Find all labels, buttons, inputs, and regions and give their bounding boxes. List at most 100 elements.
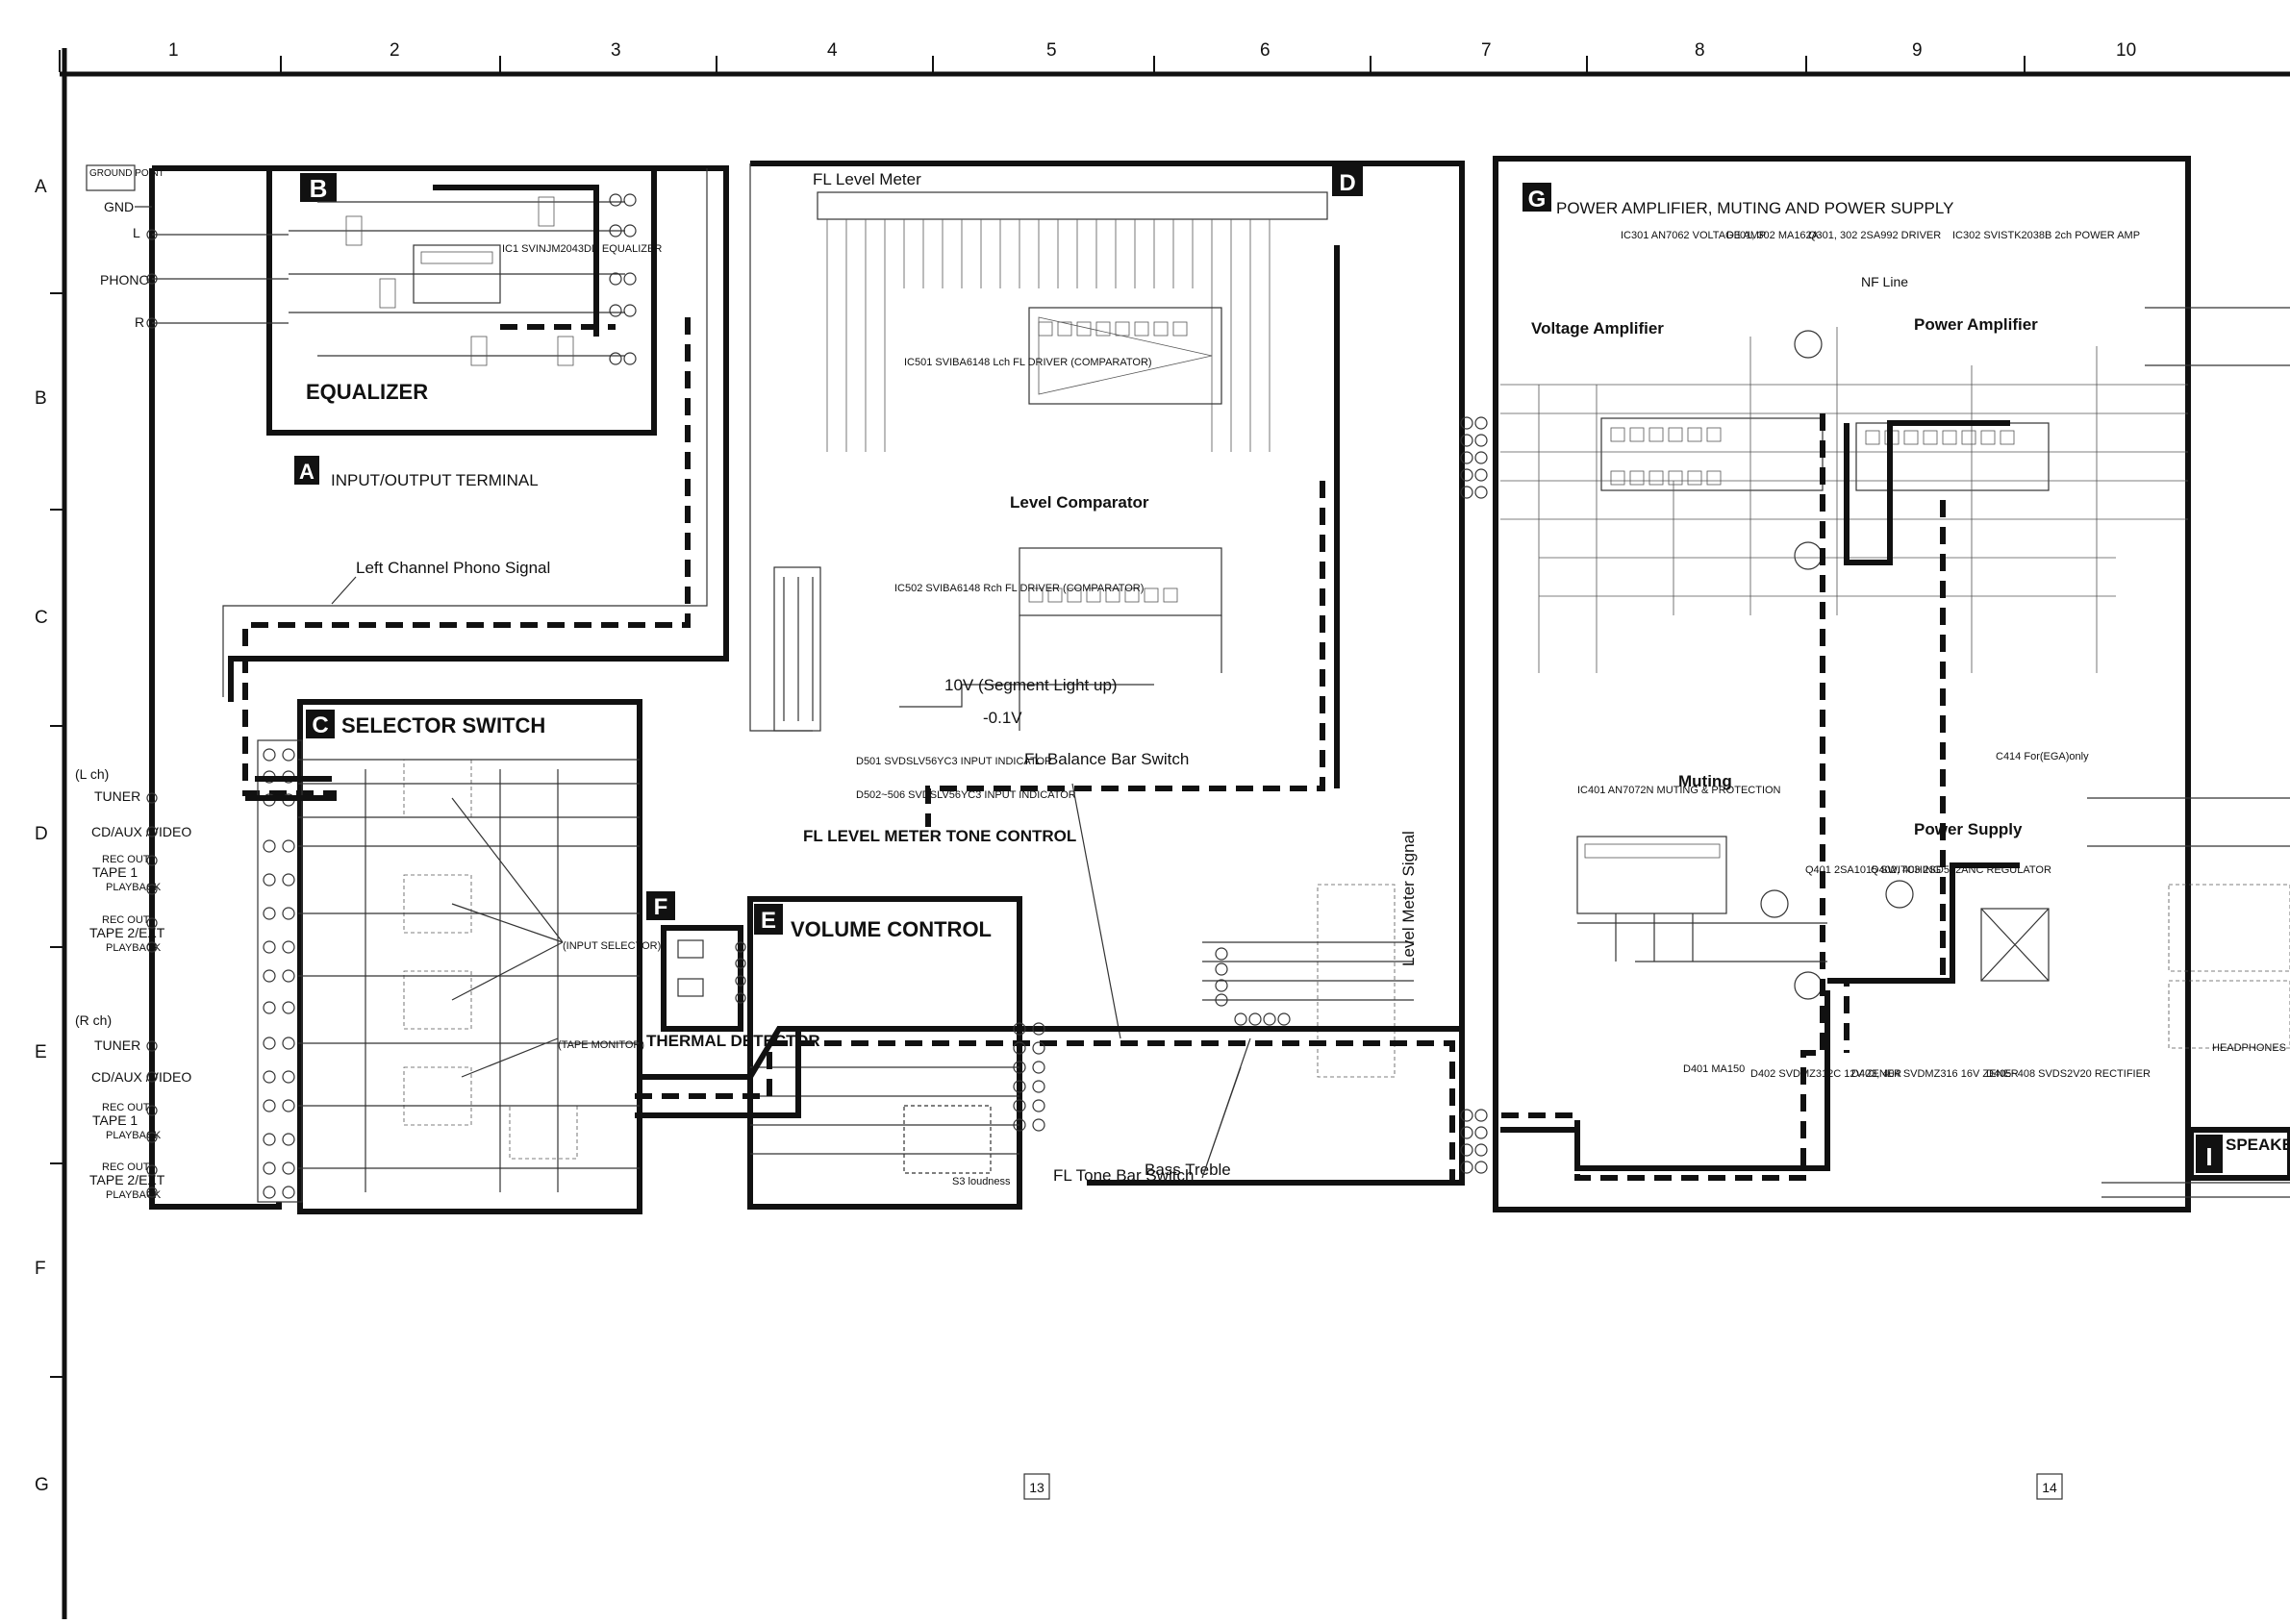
input-selector-label: (INPUT SELECTOR) xyxy=(563,940,661,952)
gnd-label: GND xyxy=(104,199,134,214)
l-ch-label: (L ch) xyxy=(75,766,109,782)
d501-label: D501 SVDSLV56YC3 INPUT INDICATOR xyxy=(856,756,1052,767)
col-8: 8 xyxy=(1695,40,1705,61)
row-b: B xyxy=(35,388,47,409)
col-4: 4 xyxy=(827,40,838,61)
speaker-switch-title: SPEAKER SWITCH xyxy=(2226,1136,2290,1154)
r-label: R xyxy=(135,314,144,330)
row-labels: A B C D E F G xyxy=(35,177,49,1495)
cd-aux-r-label: CD/AUX /VIDEO xyxy=(91,1069,191,1085)
power-supply-label: Power Supply xyxy=(1914,820,2023,838)
rec-out-2-label: REC OUT xyxy=(102,914,150,926)
d405-label: D405~408 SVDS2V20 RECTIFIER xyxy=(1986,1068,2151,1080)
fl-level-meter-label: FL Level Meter xyxy=(813,170,921,188)
tape1-label: TAPE 1 xyxy=(92,864,138,880)
col-2: 2 xyxy=(390,40,400,61)
tuner-r-label: TUNER xyxy=(94,1037,140,1053)
block-d-fl-level-meter: FL Level Meter D IC501 SVIBA61 xyxy=(749,161,1465,1186)
d502-label: D502~506 SVDSLV56YC3 INPUT INDICATOR xyxy=(856,789,1076,801)
loudness-label: S3 loudness xyxy=(952,1176,1011,1187)
power-amplifier-label: Power Amplifier xyxy=(1914,315,2038,334)
row-g: G xyxy=(35,1475,49,1495)
nf-line-label: NF Line xyxy=(1861,274,1908,289)
d401-label: D401 MA150 xyxy=(1683,1063,1745,1075)
tape-monitor-label: (TAPE MONITOR) xyxy=(558,1039,644,1051)
q301-label: Q301, 302 2SA992 DRIVER xyxy=(1808,230,1941,241)
fl-tone-label: FL Tone Bar Switch xyxy=(1053,1166,1194,1185)
tape2-label: TAPE 2/EXT xyxy=(89,925,165,940)
rec-out-3-label: REC OUT xyxy=(102,1102,150,1113)
segment-10v-label: 10V (Segment Light up) xyxy=(944,676,1118,694)
playback-1-label: PLAYBACK xyxy=(106,882,162,893)
phono-label: PHONO xyxy=(100,272,149,287)
q402-label: Q402, 403 2SD592ANC REGULATOR xyxy=(1871,864,2051,876)
ground-point-label: GROUND POINT xyxy=(89,168,164,179)
ic502-label: IC502 SVIBA6148 Rch FL DRIVER (COMPARATO… xyxy=(894,583,1144,594)
ic1-label: IC1 SVINJM2043DD EQUALIZER xyxy=(502,243,662,255)
level-comparator-label: Level Comparator xyxy=(1010,493,1149,512)
block-b-letter: B xyxy=(310,174,328,203)
ic401-label: IC401 AN7072N MUTING & PROTECTION xyxy=(1577,785,1781,796)
col-3: 3 xyxy=(611,40,621,61)
tape1-r-label: TAPE 1 xyxy=(92,1112,138,1128)
col-9: 9 xyxy=(1912,40,1923,61)
page-number-boxes: 13 14 xyxy=(1023,1473,2063,1500)
block-e-volume-control: E VOLUME CONTROL S3 loudness xyxy=(635,896,1462,1210)
d402-label: D402 SVDMZ312C 12V ZENER xyxy=(1750,1068,1901,1080)
row-f: F xyxy=(35,1259,46,1279)
fl-balance-label: FL Balance Bar Switch xyxy=(1024,750,1189,768)
col-1: 1 xyxy=(168,40,179,61)
ic501-label: IC501 SVIBA6148 Lch FL DRIVER (COMPARATO… xyxy=(904,357,1152,368)
block-g-title: POWER AMPLIFIER, MUTING AND POWER SUPPLY xyxy=(1556,199,1953,217)
rec-out-1-label: REC OUT xyxy=(102,854,150,865)
block-c-selector-switch: C SELECTOR SWITCH xyxy=(245,699,661,1214)
left-channel-phono-label: Left Channel Phono Signal xyxy=(356,559,550,577)
block-a-input-output: A INPUT/OUTPUT TERMINAL Left Channel Pho… xyxy=(149,165,729,1210)
col-5: 5 xyxy=(1046,40,1057,61)
block-d-title: FL LEVEL METER TONE CONTROL xyxy=(803,827,1076,845)
block-f-letter: F xyxy=(654,894,668,920)
block-b-equalizer: B EQUALIZER IC1 SVINJM2043DD EQUALIZER xyxy=(152,165,662,436)
headphones-label: HEADPHONES xyxy=(2212,1042,2286,1054)
block-a-title: INPUT/OUTPUT TERMINAL xyxy=(331,471,539,489)
q401-label: Q401 2SA1015 SWITCHING xyxy=(1805,864,1941,876)
column-labels: 1 2 3 4 5 6 7 8 9 10 xyxy=(168,40,2136,61)
col-10: 10 xyxy=(2116,40,2136,61)
bass-treble-label: Bass Treble xyxy=(1145,1161,1231,1179)
tape2-r-label: TAPE 2/EXT xyxy=(89,1172,165,1187)
row-d: D xyxy=(35,824,48,844)
block-b-title: EQUALIZER xyxy=(306,380,428,404)
r-ch-label: (R ch) xyxy=(75,1012,112,1028)
d301-label: D301, 302 MA162A xyxy=(1726,230,1820,241)
cd-aux-l-label: CD/AUX /VIDEO xyxy=(91,824,191,839)
page-number-13: 13 xyxy=(1029,1480,1044,1495)
segment-01v-label: -0.1V xyxy=(983,709,1022,727)
playback-4-label: PLAYBACK xyxy=(106,1189,162,1201)
row-a: A xyxy=(35,177,47,197)
thermal-detector-title: THERMAL DETECTOR xyxy=(646,1032,820,1050)
frame xyxy=(50,48,2290,1619)
block-e-letter: E xyxy=(761,908,776,934)
muting-label: Muting xyxy=(1678,772,1732,790)
row-c: C xyxy=(35,608,48,628)
block-g-letter: G xyxy=(1528,187,1547,212)
playback-3-label: PLAYBACK xyxy=(106,1130,162,1141)
left-terminal-labels: GROUND POINT GND L PHONO R (L ch) TUNER … xyxy=(75,164,289,1201)
l-label: L xyxy=(133,225,140,240)
rec-out-4-label: REC OUT xyxy=(102,1162,150,1173)
block-d-letter: D xyxy=(1339,170,1355,196)
page-number-14: 14 xyxy=(2042,1480,2057,1495)
row-e: E xyxy=(35,1042,47,1062)
col-6: 6 xyxy=(1260,40,1271,61)
block-e-title: VOLUME CONTROL xyxy=(791,917,992,941)
block-c-letter: C xyxy=(312,712,328,738)
d403-label: D403, 404 SVDMZ316 16V ZENER xyxy=(1851,1068,2019,1080)
tuner-l-label: TUNER xyxy=(94,788,140,804)
block-c-title: SELECTOR SWITCH xyxy=(341,713,545,737)
block-a-letter: A xyxy=(299,460,315,484)
voltage-amplifier-label: Voltage Amplifier xyxy=(1531,319,1664,337)
level-meter-signal-label: Level Meter Signal xyxy=(1399,831,1418,966)
col-7: 7 xyxy=(1481,40,1492,61)
